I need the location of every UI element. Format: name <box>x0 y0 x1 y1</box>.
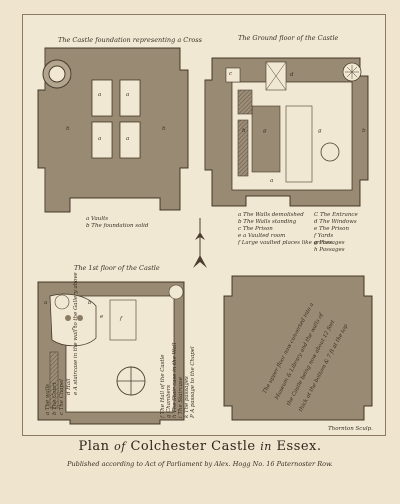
first-mark-e: e <box>100 314 104 320</box>
ground-legend-right-2: d The Windows <box>314 219 357 225</box>
title-part-1: Plan <box>78 439 110 454</box>
compass-ornament <box>193 218 207 268</box>
ground-legend-right-4: f Yards <box>314 233 334 239</box>
ground-legend-left-4: e a Vaulted room <box>238 233 286 239</box>
title-part-3: Colchester Castle <box>130 439 256 454</box>
ground-legend-right-5: g Passages <box>314 240 345 246</box>
publisher-line: Published according to Act of Parliament… <box>67 460 333 468</box>
ground-floor-caption: The Ground floor of the Castle <box>238 34 339 42</box>
first-note-left-3: c The Chapel <box>59 379 65 415</box>
ground-legend-left-1: a The Walls demolished <box>238 212 304 218</box>
mark-a-3: a <box>98 136 102 142</box>
title-part-2: of <box>114 440 126 453</box>
engraver-signature: Thornton Sculp. <box>328 426 373 432</box>
first-note-left-1: a The walls <box>45 384 51 415</box>
foundation-plan <box>37 47 189 213</box>
first-mark-f: f <box>120 316 123 322</box>
ground-mark-c: c <box>229 71 233 77</box>
first-floor-caption: The 1st floor of the Castle <box>74 264 160 272</box>
ground-legend-right-6: h Passages <box>314 247 345 253</box>
ground-legend-left-3: c The Prison <box>238 226 273 232</box>
first-note-left-5: e A staircase in the wall to the Gallery… <box>73 272 79 395</box>
ground-legend-right-3: e The Prison <box>314 226 349 232</box>
mark-a-2: a <box>126 92 130 98</box>
ground-legend-right-1: C The Entrance <box>314 212 358 218</box>
ground-mark-g-1: g <box>263 128 267 134</box>
title-part-5: Essex. <box>276 439 322 454</box>
ground-floor-plan <box>204 57 369 207</box>
first-note-left-2: b The Court <box>52 382 58 415</box>
upper-floor-plan <box>223 275 373 421</box>
ground-mark-g-2: g <box>318 128 322 134</box>
first-floor-plan <box>37 281 185 425</box>
ground-legend-left-2: b The Walls standing <box>238 219 297 225</box>
ground-mark-b-2: b <box>362 128 366 134</box>
ground-mark-b: b <box>242 128 246 134</box>
ground-legend-left-5: f Large vaulted places like arches <box>238 240 333 246</box>
first-mark-c: c <box>72 326 76 332</box>
mark-a-4: a <box>126 136 130 142</box>
first-note-right-6: P A passage to the Chapel <box>190 346 196 418</box>
first-mark-b: b <box>88 300 92 306</box>
title-part-4: in <box>260 440 272 453</box>
foundation-legend-2: b The foundation solid <box>86 223 149 229</box>
foundation-caption: The Castle foundation representing a Cro… <box>58 36 202 44</box>
ground-mark-d: d <box>290 72 294 78</box>
mark-a-1: a <box>98 92 102 98</box>
first-mark-a: a <box>44 300 48 306</box>
ground-mark-a: a <box>270 178 274 184</box>
first-note-left-4: d Hall <box>66 378 72 395</box>
foundation-legend-1: a Vaults <box>86 216 109 222</box>
print-title: Plan of Colchester Castle in Essex. <box>0 439 400 454</box>
mark-b-2: b <box>162 126 166 132</box>
mark-b-1: b <box>66 126 70 132</box>
